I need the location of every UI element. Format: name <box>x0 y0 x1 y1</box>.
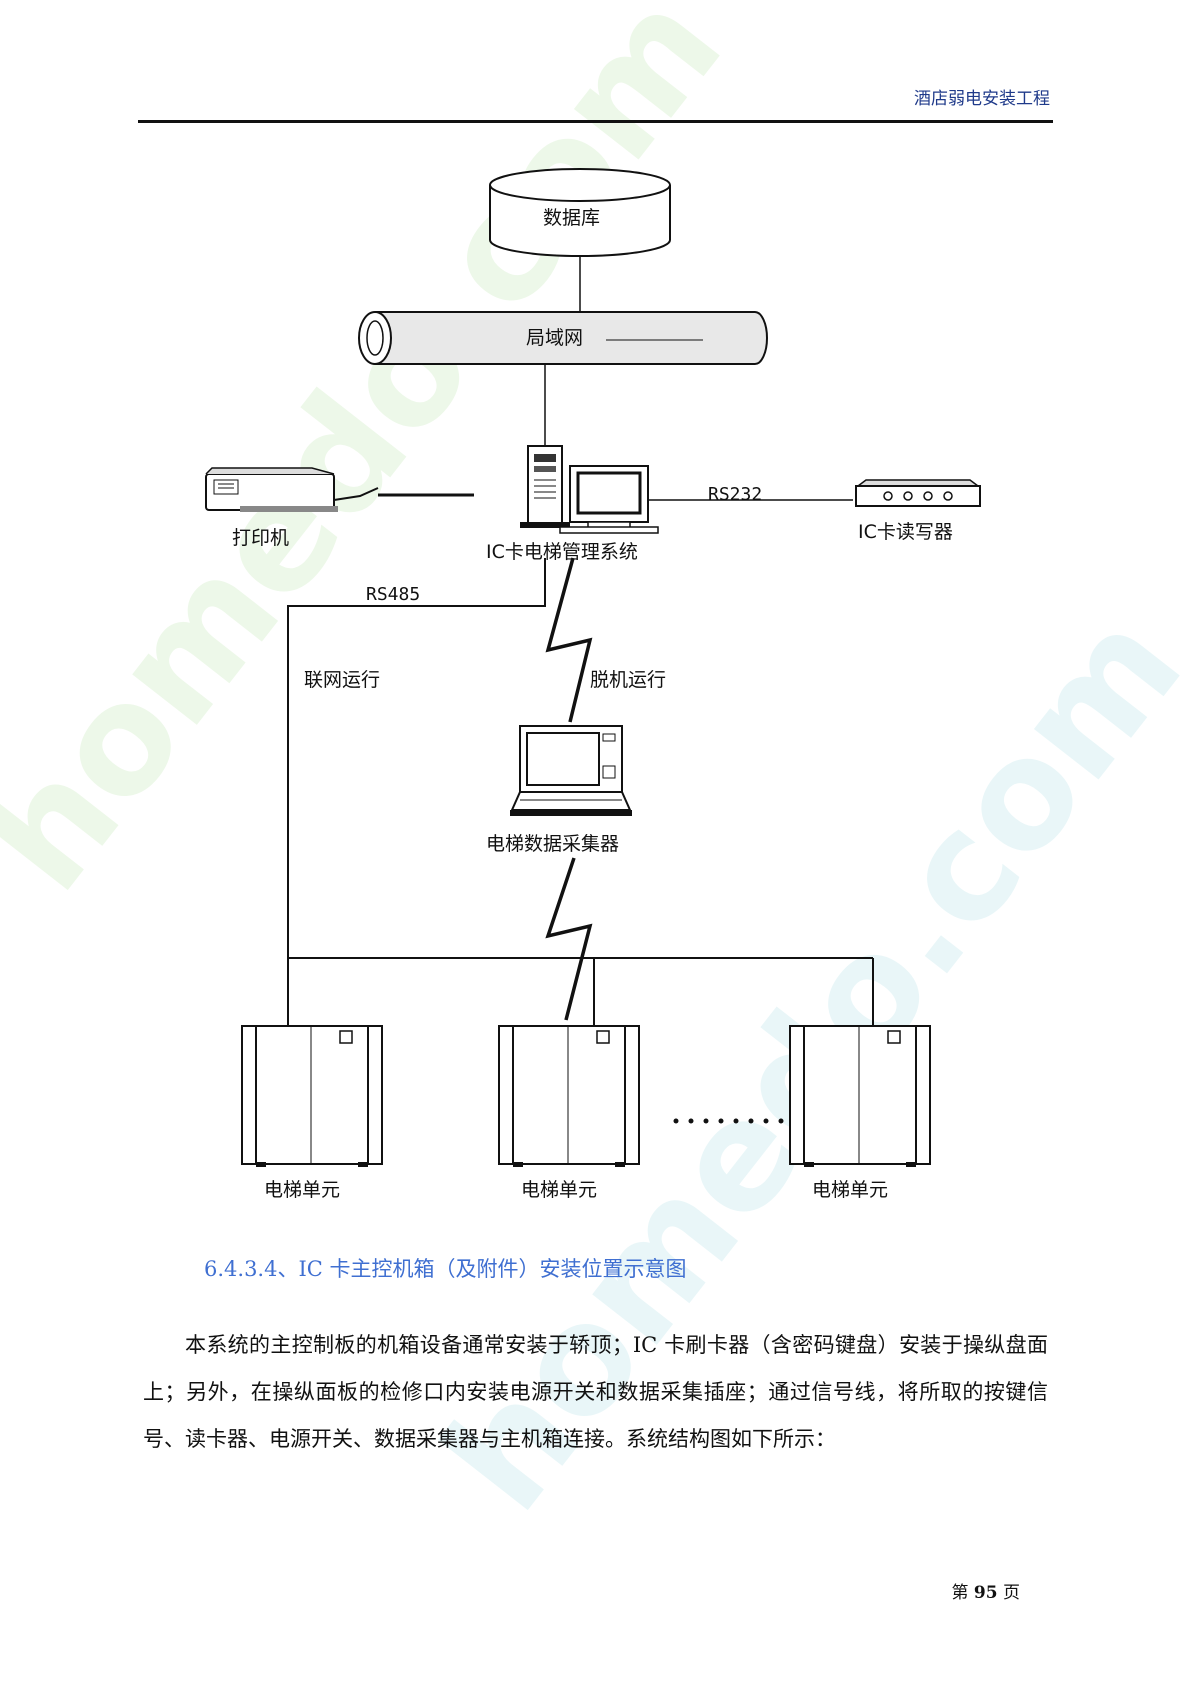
mgmt-system-label: IC卡电梯管理系统 <box>486 541 638 563</box>
elevator-unit-label: 电梯单元 <box>812 1179 888 1201</box>
paragraph-text: 本系统的主控制板的机箱设备通常安装于轿顶；IC 卡刷卡器（含密码键盘）安装于操纵… <box>143 1333 1048 1451</box>
online-label: 联网运行 <box>304 669 380 691</box>
page-suffix: 页 <box>1003 1583 1020 1603</box>
elevator-unit-icon <box>498 1025 640 1167</box>
elevator-unit-label: 电梯单元 <box>264 1179 340 1201</box>
system-diagram: 数据库 局域网 打印机 IC卡电梯管理系统 RS232 <box>205 168 981 1201</box>
page-prefix: 第 <box>951 1583 969 1603</box>
rs485-label: RS485 <box>366 584 420 605</box>
computer-icon <box>520 445 659 534</box>
page-number: 第 95 页 <box>952 1578 1020 1603</box>
elevator-unit-icon <box>241 1025 383 1167</box>
ellipsis-dots <box>673 1118 784 1124</box>
printer-icon <box>205 467 379 512</box>
header-title: 酒店弱电安装工程 <box>914 89 1050 109</box>
card-reader-label: IC卡读写器 <box>858 521 953 543</box>
section-heading: 6.4.3.4、IC 卡主控机箱（及附件）安装位置示意图 <box>204 1257 687 1281</box>
page-number-value: 95 <box>973 1583 998 1603</box>
laptop-icon <box>510 725 632 816</box>
lan-pipe-icon <box>358 311 768 365</box>
rs232-label: RS232 <box>708 484 762 505</box>
elevator-unit-icon <box>789 1025 931 1167</box>
printer-label: 打印机 <box>232 527 289 549</box>
body-paragraph: 本系统的主控制板的机箱设备通常安装于轿顶；IC 卡刷卡器（含密码键盘）安装于操纵… <box>143 1322 1048 1463</box>
card-reader-icon <box>855 479 981 507</box>
collector-label: 电梯数据采集器 <box>486 833 619 855</box>
offline-label: 脱机运行 <box>590 669 666 691</box>
collector-link <box>545 857 593 1021</box>
lan-label: 局域网 <box>526 327 583 349</box>
database-label: 数据库 <box>543 207 600 229</box>
elevator-unit-label: 电梯单元 <box>521 1179 597 1201</box>
offline-link <box>545 557 593 723</box>
header-divider <box>138 120 1053 123</box>
